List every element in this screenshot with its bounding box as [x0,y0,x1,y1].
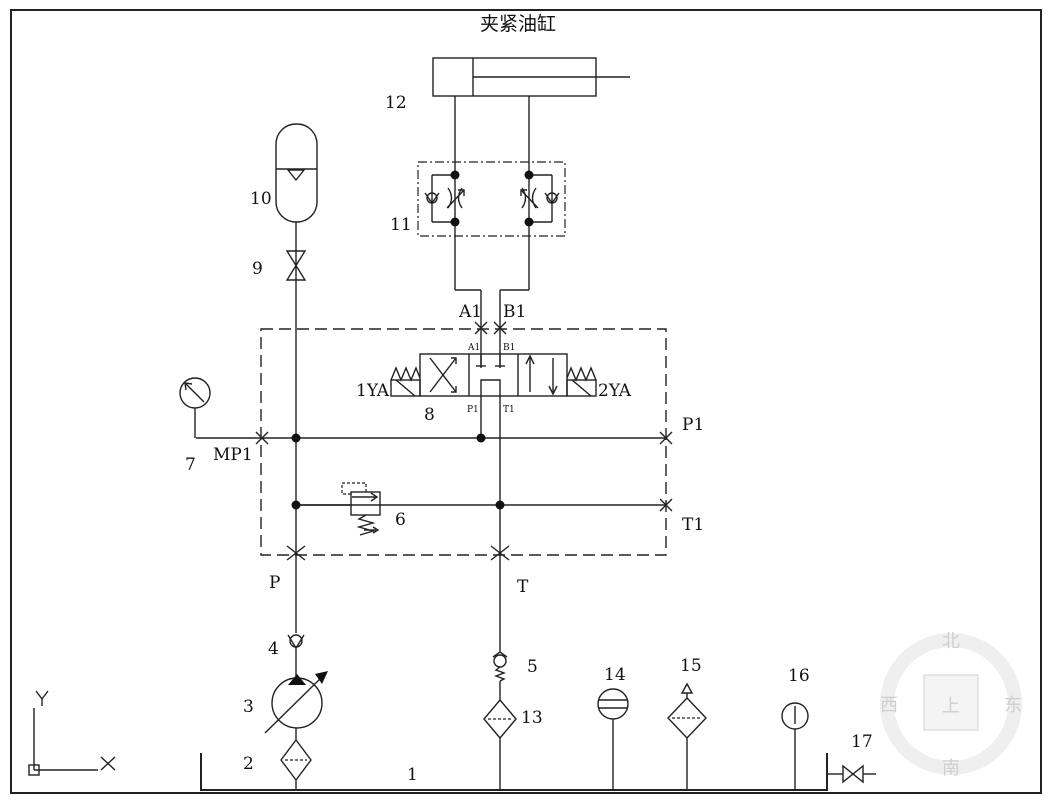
ucs-axis-icon [28,690,116,776]
port-t1-label: T1 [682,515,704,535]
compass-south[interactable]: 南 [942,758,960,779]
label-8: 8 [424,405,435,425]
port-p-mark [286,545,306,561]
port-b1-label: B1 [503,302,526,322]
solenoid-1ya-label: 1YA [356,381,390,401]
port-p-label: P [269,573,280,593]
port-a1-label: A1 [458,302,482,322]
manifold-block [260,328,667,556]
relief-valve [296,482,381,536]
thermometer [781,702,809,790]
label-15: 15 [680,656,702,676]
label-11: 11 [390,215,412,235]
port-a1-mark [474,321,488,335]
label-6: 6 [395,510,406,530]
pressure-gauge [179,377,211,438]
port-mp1-label: MP1 [213,445,253,465]
port-t-label: T [517,577,529,597]
valve-port-a1: A1 [467,343,480,353]
label-1: 1 [407,765,418,785]
label-16: 16 [788,666,810,686]
label-12: 12 [385,93,407,113]
junction-dot [291,500,301,510]
air-breather [667,682,707,790]
return-filter [483,698,517,790]
valve-port-p1: P1 [467,405,479,415]
junction-dot [476,433,486,443]
solenoid-2ya-label: 2YA [598,381,632,401]
label-17: 17 [851,732,873,752]
label-14: 14 [604,665,626,685]
check-valve-return [492,651,508,700]
label-9: 9 [252,259,263,279]
compass-east[interactable]: 东 [1004,695,1022,716]
label-13: 13 [521,708,543,728]
label-7: 7 [185,455,196,475]
valve-port-t1: T1 [503,405,515,415]
clamping-cylinder [432,57,630,97]
compass-north[interactable]: 北 [942,631,960,652]
reservoir [200,753,828,791]
accumulator [275,123,318,223]
port-mp1-mark [255,431,269,445]
view-cube-top-label: 上 [942,696,960,717]
port-p1-mark [659,431,673,445]
shutoff-valve [285,250,307,281]
throttle-check-valve [417,161,566,237]
port-t1-mark [659,498,673,512]
port-b1-mark [493,321,507,335]
label-10: 10 [250,189,272,209]
drawing-frame [10,9,1042,794]
suction-filter [280,738,312,790]
view-cube-face[interactable] [923,674,979,731]
compass-west[interactable]: 西 [880,695,898,716]
port-p1-label: P1 [682,415,704,435]
junction-dot [291,433,301,443]
solenoid-directional-valve [390,353,597,397]
label-2: 2 [243,754,254,774]
label-3: 3 [243,697,254,717]
diagram-title: 夹紧油缸 [480,13,556,35]
label-5: 5 [527,657,538,677]
drain-valve [827,764,876,784]
variable-pump [264,671,328,740]
junction-dot [495,500,505,510]
view-cube[interactable]: 上 北 南 东 西 [880,631,1022,779]
label-4: 4 [268,639,279,659]
check-valve-pressure [287,634,305,676]
level-gauge [597,688,629,790]
valve-port-b1: B1 [503,343,515,353]
